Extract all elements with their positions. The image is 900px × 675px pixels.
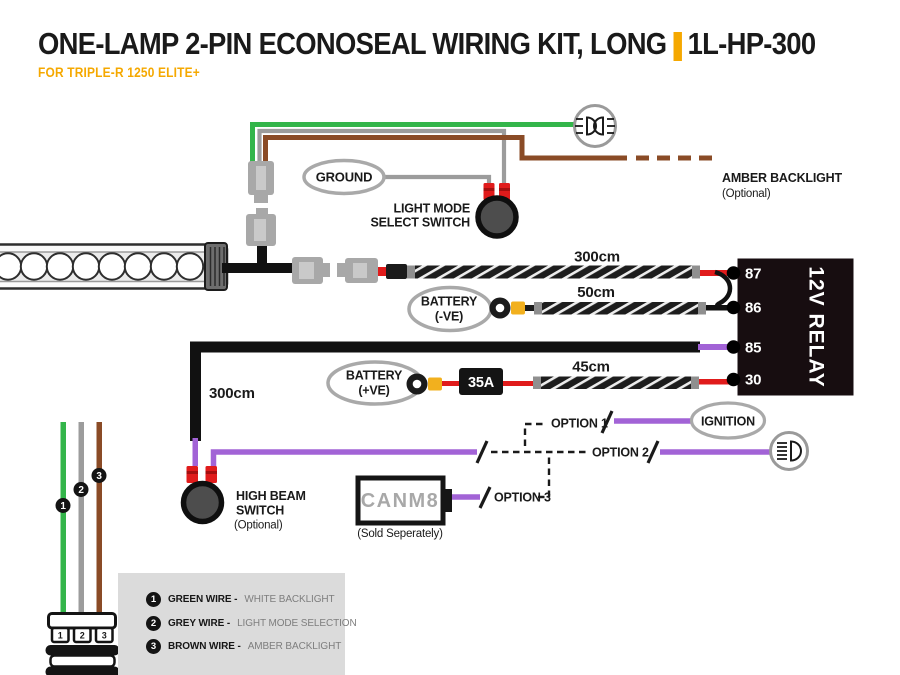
option1-dashed-link [523, 422, 547, 446]
legend-item-brown: 3 BROWN WIRE - AMBER BACKLIGHT [146, 639, 345, 654]
high-beam-note: (Optional) [234, 520, 283, 532]
cable-length-left: 300cm [209, 385, 255, 402]
black-wire-85-300cm [190, 341, 700, 441]
wire-badge-2: 2 [78, 485, 84, 496]
battery-positive-label-1: BATTERY [346, 369, 403, 383]
legend-wire-desc-1: WHITE BACKLIGHT [244, 594, 335, 605]
option3-label: OPTION 3 [494, 491, 551, 505]
yellow-crimp-negative [511, 301, 525, 315]
legend-wire-name-2: GREY WIRE - [168, 617, 231, 629]
green-wire [250, 122, 574, 164]
option2-break-slash-left [475, 440, 489, 464]
ignition-oval [689, 401, 767, 440]
slot-num-3: 3 [102, 631, 107, 641]
relay-12v: 87 86 85 30 12V RELAY [726, 258, 854, 396]
jumper-wire-87-86 [714, 269, 733, 311]
led-light-bar [0, 242, 229, 291]
ground-wire [384, 174, 492, 185]
high-beam-label-2: SWITCH [236, 504, 284, 518]
legend-wire-desc-2: LIGHT MODE SELECTION [237, 617, 357, 629]
brown-wire-tail [96, 422, 102, 616]
legend-badge-3: 3 [146, 639, 161, 654]
canm8-label: CANM8 [361, 490, 440, 512]
legend-badge-2: 2 [146, 615, 161, 631]
legend-item-green: 1 GREEN WIRE - WHITE BACKLIGHT [146, 592, 345, 607]
title-code: 1L-HP-300 [687, 26, 817, 61]
backlight-connector-pair [246, 161, 276, 246]
legend-box: 1 GREEN WIRE - WHITE BACKLIGHT 2 GREY WI… [118, 573, 357, 675]
option2-purple-wire-left [210, 449, 477, 468]
high-beam-switch [180, 438, 225, 525]
relay-terminal-86: 86 [745, 300, 761, 317]
option2-label: OPTION 2 [592, 446, 649, 460]
cable-length-top: 300cm [574, 249, 620, 266]
amber-backlight-label: AMBER BACKLIGHT [722, 171, 842, 185]
option3-break-slash [478, 486, 492, 509]
main-connector-pair [292, 257, 378, 284]
light-mode-select-switch [475, 183, 519, 239]
slot-num-1: 1 [58, 631, 63, 641]
header: ONE-LAMP 2-PIN ECONOSEAL WIRING KIT, LON… [38, 26, 817, 80]
wire-badge-1: 1 [60, 501, 66, 512]
legend-item-grey: 2 GREY WIRE - LIGHT MODE SELECTION [146, 615, 357, 631]
slot-num-2: 2 [80, 631, 85, 641]
position-lamp-icon [573, 104, 617, 148]
ground-oval [302, 158, 386, 196]
page-subtitle: FOR TRIPLE-R 1250 ELITE+ [38, 65, 200, 80]
green-wire-tail [60, 422, 66, 616]
legend-wire-name-1: GREEN WIRE - [168, 594, 238, 605]
page-title: ONE-LAMP 2-PIN ECONOSEAL WIRING KIT, LON… [38, 26, 817, 62]
yellow-crimp-positive [428, 377, 442, 391]
red-wire-30 [699, 379, 732, 385]
econoseal-connector: 1 2 3 [45, 612, 120, 675]
grey-wire-tail [78, 422, 84, 616]
legend-badge-1: 1 [146, 592, 161, 607]
battery-positive-label-2: (+VE) [358, 384, 389, 398]
fuse-35a [459, 368, 503, 395]
grey-wire [257, 128, 507, 186]
cable-length-middle: 50cm [577, 284, 615, 301]
legend-wire-name-3: BROWN WIRE - [168, 641, 241, 652]
relay-terminal-85: 85 [745, 340, 761, 357]
braided-cable-300cm [407, 265, 700, 279]
canm8-note: (Sold Seperately) [357, 528, 443, 540]
title-separator: | [668, 26, 687, 61]
loose-wires: 1 2 3 [55, 422, 107, 616]
option1-label: OPTION 1 [551, 417, 608, 431]
battery-negative-label-2: (-VE) [435, 310, 463, 324]
light-mode-label-2: SELECT SWITCH [371, 216, 471, 230]
title-main: ONE-LAMP 2-PIN ECONOSEAL WIRING KIT, LON… [38, 26, 667, 61]
lightbar-branch-wire [257, 243, 267, 269]
high-beam-icon [769, 431, 809, 471]
fuse-label: 35A [468, 375, 495, 391]
relay-terminal-30: 30 [745, 372, 761, 389]
light-mode-label-1: LIGHT MODE [394, 202, 470, 216]
black-boot-87 [386, 264, 407, 279]
relay-terminal-87: 87 [745, 266, 761, 283]
canm8-module: CANM8 [355, 475, 452, 526]
red-tip-87 [378, 267, 387, 276]
braided-cable-50cm [534, 302, 706, 315]
ground-label: GROUND [316, 170, 373, 185]
cable-length-bottom: 45cm [572, 359, 610, 376]
amber-backlight-note: (Optional) [722, 188, 771, 200]
option2-break-slash-right [646, 440, 660, 464]
relay-label: 12V RELAY [805, 266, 828, 387]
high-beam-label-1: HIGH BEAM [236, 489, 306, 503]
option3-dashed-link [538, 455, 551, 499]
brown-wire [263, 135, 627, 164]
ignition-label: IGNITION [701, 415, 755, 429]
light-bar-lenses [0, 252, 205, 281]
battery-negative-label-1: BATTERY [421, 295, 478, 309]
wire-badge-3: 3 [96, 471, 102, 482]
braided-cable-45cm [533, 376, 699, 389]
legend-wire-desc-3: AMBER BACKLIGHT [247, 641, 342, 652]
purple-wire-85 [698, 344, 733, 350]
option1-break-slash [600, 410, 614, 434]
